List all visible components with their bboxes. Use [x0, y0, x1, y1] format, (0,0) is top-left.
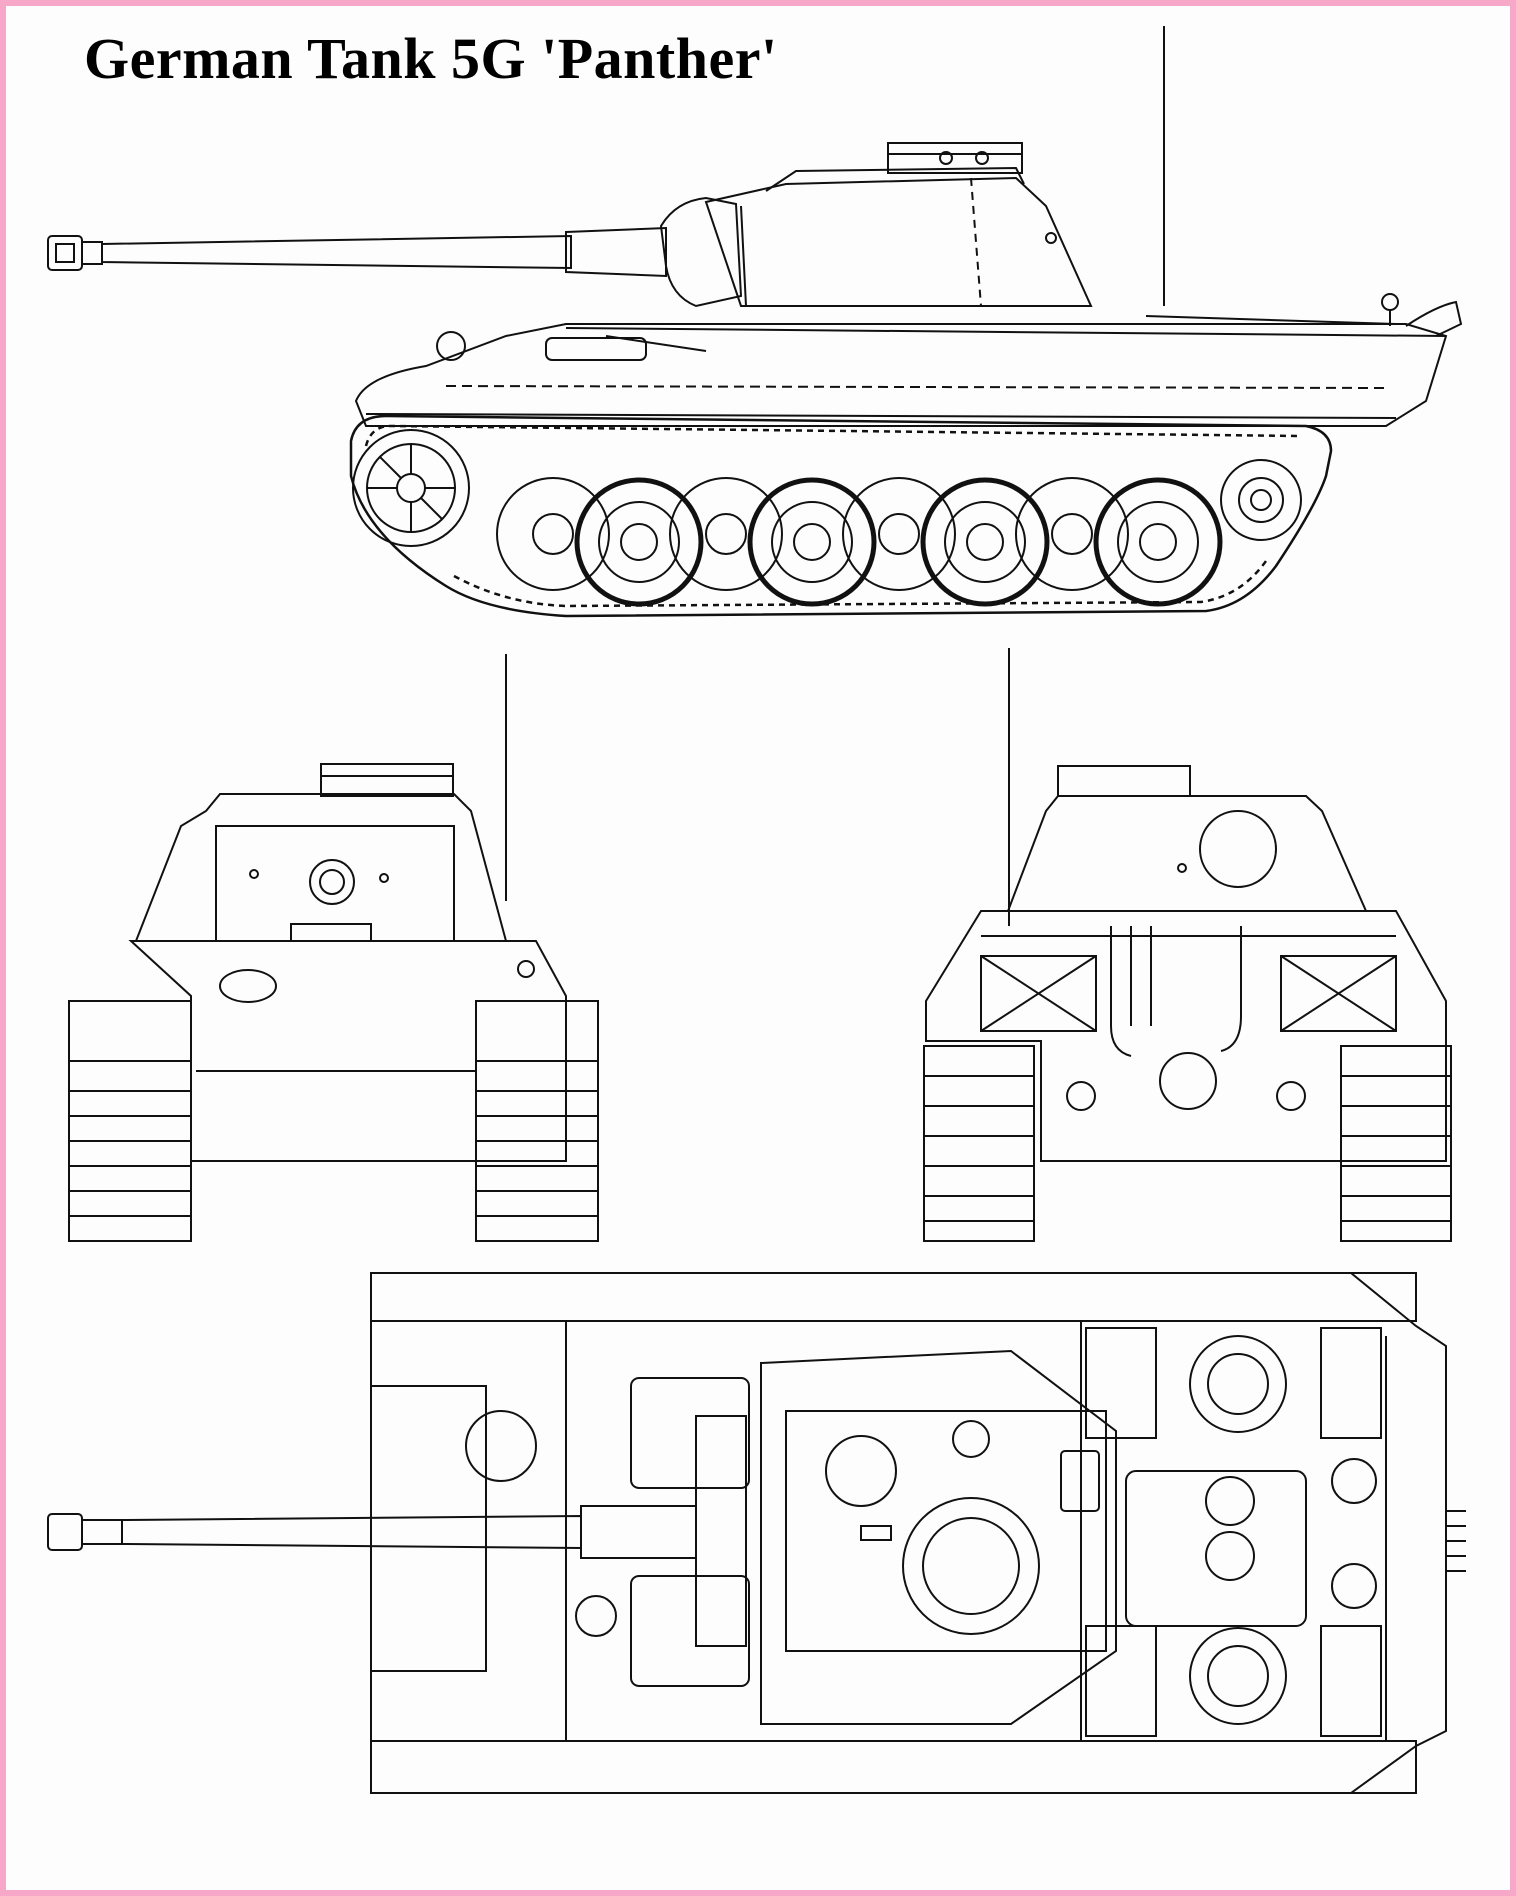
top-hull	[371, 1273, 1446, 1793]
top-view	[6, 1256, 1516, 1896]
drawing-title: German Tank 5G 'Panther'	[84, 26, 778, 91]
front-hull	[131, 941, 566, 1161]
side-hull	[356, 294, 1461, 426]
rear-view	[886, 646, 1466, 1256]
side-mantlet	[661, 198, 741, 306]
front-turret	[136, 764, 506, 941]
front-right-track	[476, 1001, 598, 1241]
top-turret	[761, 1351, 1116, 1724]
side-drive-sprocket	[353, 430, 469, 546]
rear-right-track	[1341, 1046, 1451, 1241]
top-left-fender	[371, 1273, 1416, 1321]
top-right-fender	[371, 1741, 1416, 1793]
rear-hull	[926, 911, 1446, 1161]
side-idler	[1221, 460, 1301, 540]
side-turret	[706, 143, 1091, 306]
rear-turret	[1008, 766, 1366, 911]
front-view	[6, 646, 626, 1256]
top-gun	[48, 1416, 746, 1646]
side-view	[6, 6, 1516, 646]
side-gun	[48, 228, 666, 276]
top-engine-deck	[1086, 1328, 1386, 1741]
front-left-track	[69, 1001, 191, 1241]
rear-left-track	[924, 1046, 1034, 1241]
side-track	[351, 416, 1331, 616]
side-road-wheels	[497, 478, 1220, 604]
top-rear-bars	[1446, 1511, 1466, 1571]
